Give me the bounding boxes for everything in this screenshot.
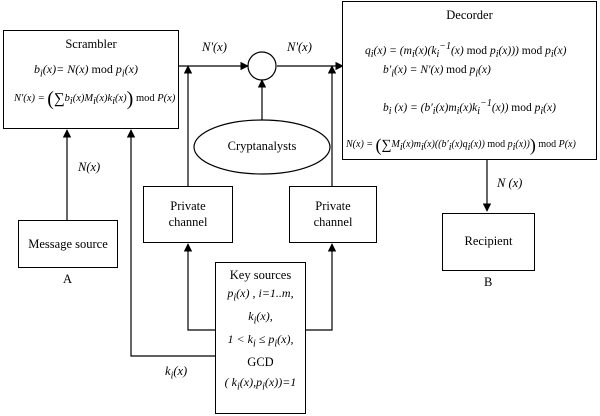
key-sources-line3: 1 < ki ≤ pi(x), (227, 332, 294, 350)
label-nx-right: N (x) (497, 176, 523, 190)
key-sources-line4: GCD (247, 355, 274, 369)
key-sources-box: Key sources pi(x) , i=1..m, ki(x), 1 < k… (215, 262, 306, 414)
recipient-label: Recipient (464, 234, 513, 248)
message-source-label: Message source (28, 237, 108, 251)
private-channel-right-box: Private channel (289, 186, 377, 243)
label-nx-left: N(x) (78, 160, 101, 174)
key-sources-line1: pi(x) , i=1..m, (227, 286, 294, 304)
decorder-equation-4: N(x) = (∑Mi(x)mi(x)((b′i(x)qi(x)) mod pi… (346, 135, 576, 155)
key-sources-line5: ( ki(x),pi(x))=1 (224, 375, 297, 393)
decorder-box: Decorder qi(x) = (mi(x)(ki−1(x) mod pi(x… (342, 1, 597, 160)
scrambler-title: Scrambler (65, 37, 117, 51)
scrambler-equation-1: bi(x)= N(x) mod pi(x) (34, 62, 138, 80)
decorder-equation-1: qi(x) = (mi(x)(ki−1(x) mod pi(x))) mod p… (365, 41, 567, 61)
recipient-box: Recipient (442, 213, 535, 271)
cryptanalysts-ellipse (193, 119, 331, 175)
private-channel-left-line2: channel (168, 215, 208, 229)
scrambler-box: Scrambler bi(x)= N(x) mod pi(x) N′(x) = … (3, 30, 179, 129)
label-kx: ki(x) (165, 364, 188, 382)
key-sources-line2: ki(x), (248, 309, 273, 327)
recipient-tag: B (484, 275, 493, 289)
decorder-title: Decorder (446, 8, 493, 22)
private-channel-left-line1: Private (170, 199, 206, 213)
private-channel-right-line1: Private (315, 199, 351, 213)
decorder-equation-3: bi (x) = (b′i(x)mi(x)ki−1(x)) mod pi(x) (383, 98, 556, 118)
message-source-tag: A (63, 272, 73, 286)
private-channel-right-line2: channel (313, 215, 353, 229)
arrow-keys-to-left-channel (183, 243, 215, 331)
label-nprime-right: N'(x) (287, 40, 312, 54)
scrambler-equation-2: N′(x) = (∑bi(x)Mi(x)ki(x)) mod P(x) (14, 88, 176, 110)
cryptanalysts-label: Cryptanalysts (227, 139, 297, 153)
key-sources-title: Key sources (229, 268, 292, 282)
private-channel-left-box: Private channel (143, 186, 233, 243)
arrow-keys-to-scrambler (126, 129, 215, 357)
label-nprime-left: N'(x) (202, 40, 227, 54)
arrow-keys-to-right-channel (306, 243, 337, 331)
message-source-box: Message source (18, 220, 118, 268)
decorder-equation-2: b′i(x) = N′(x) mod pi(x) (383, 64, 491, 80)
channel-node (247, 51, 277, 81)
